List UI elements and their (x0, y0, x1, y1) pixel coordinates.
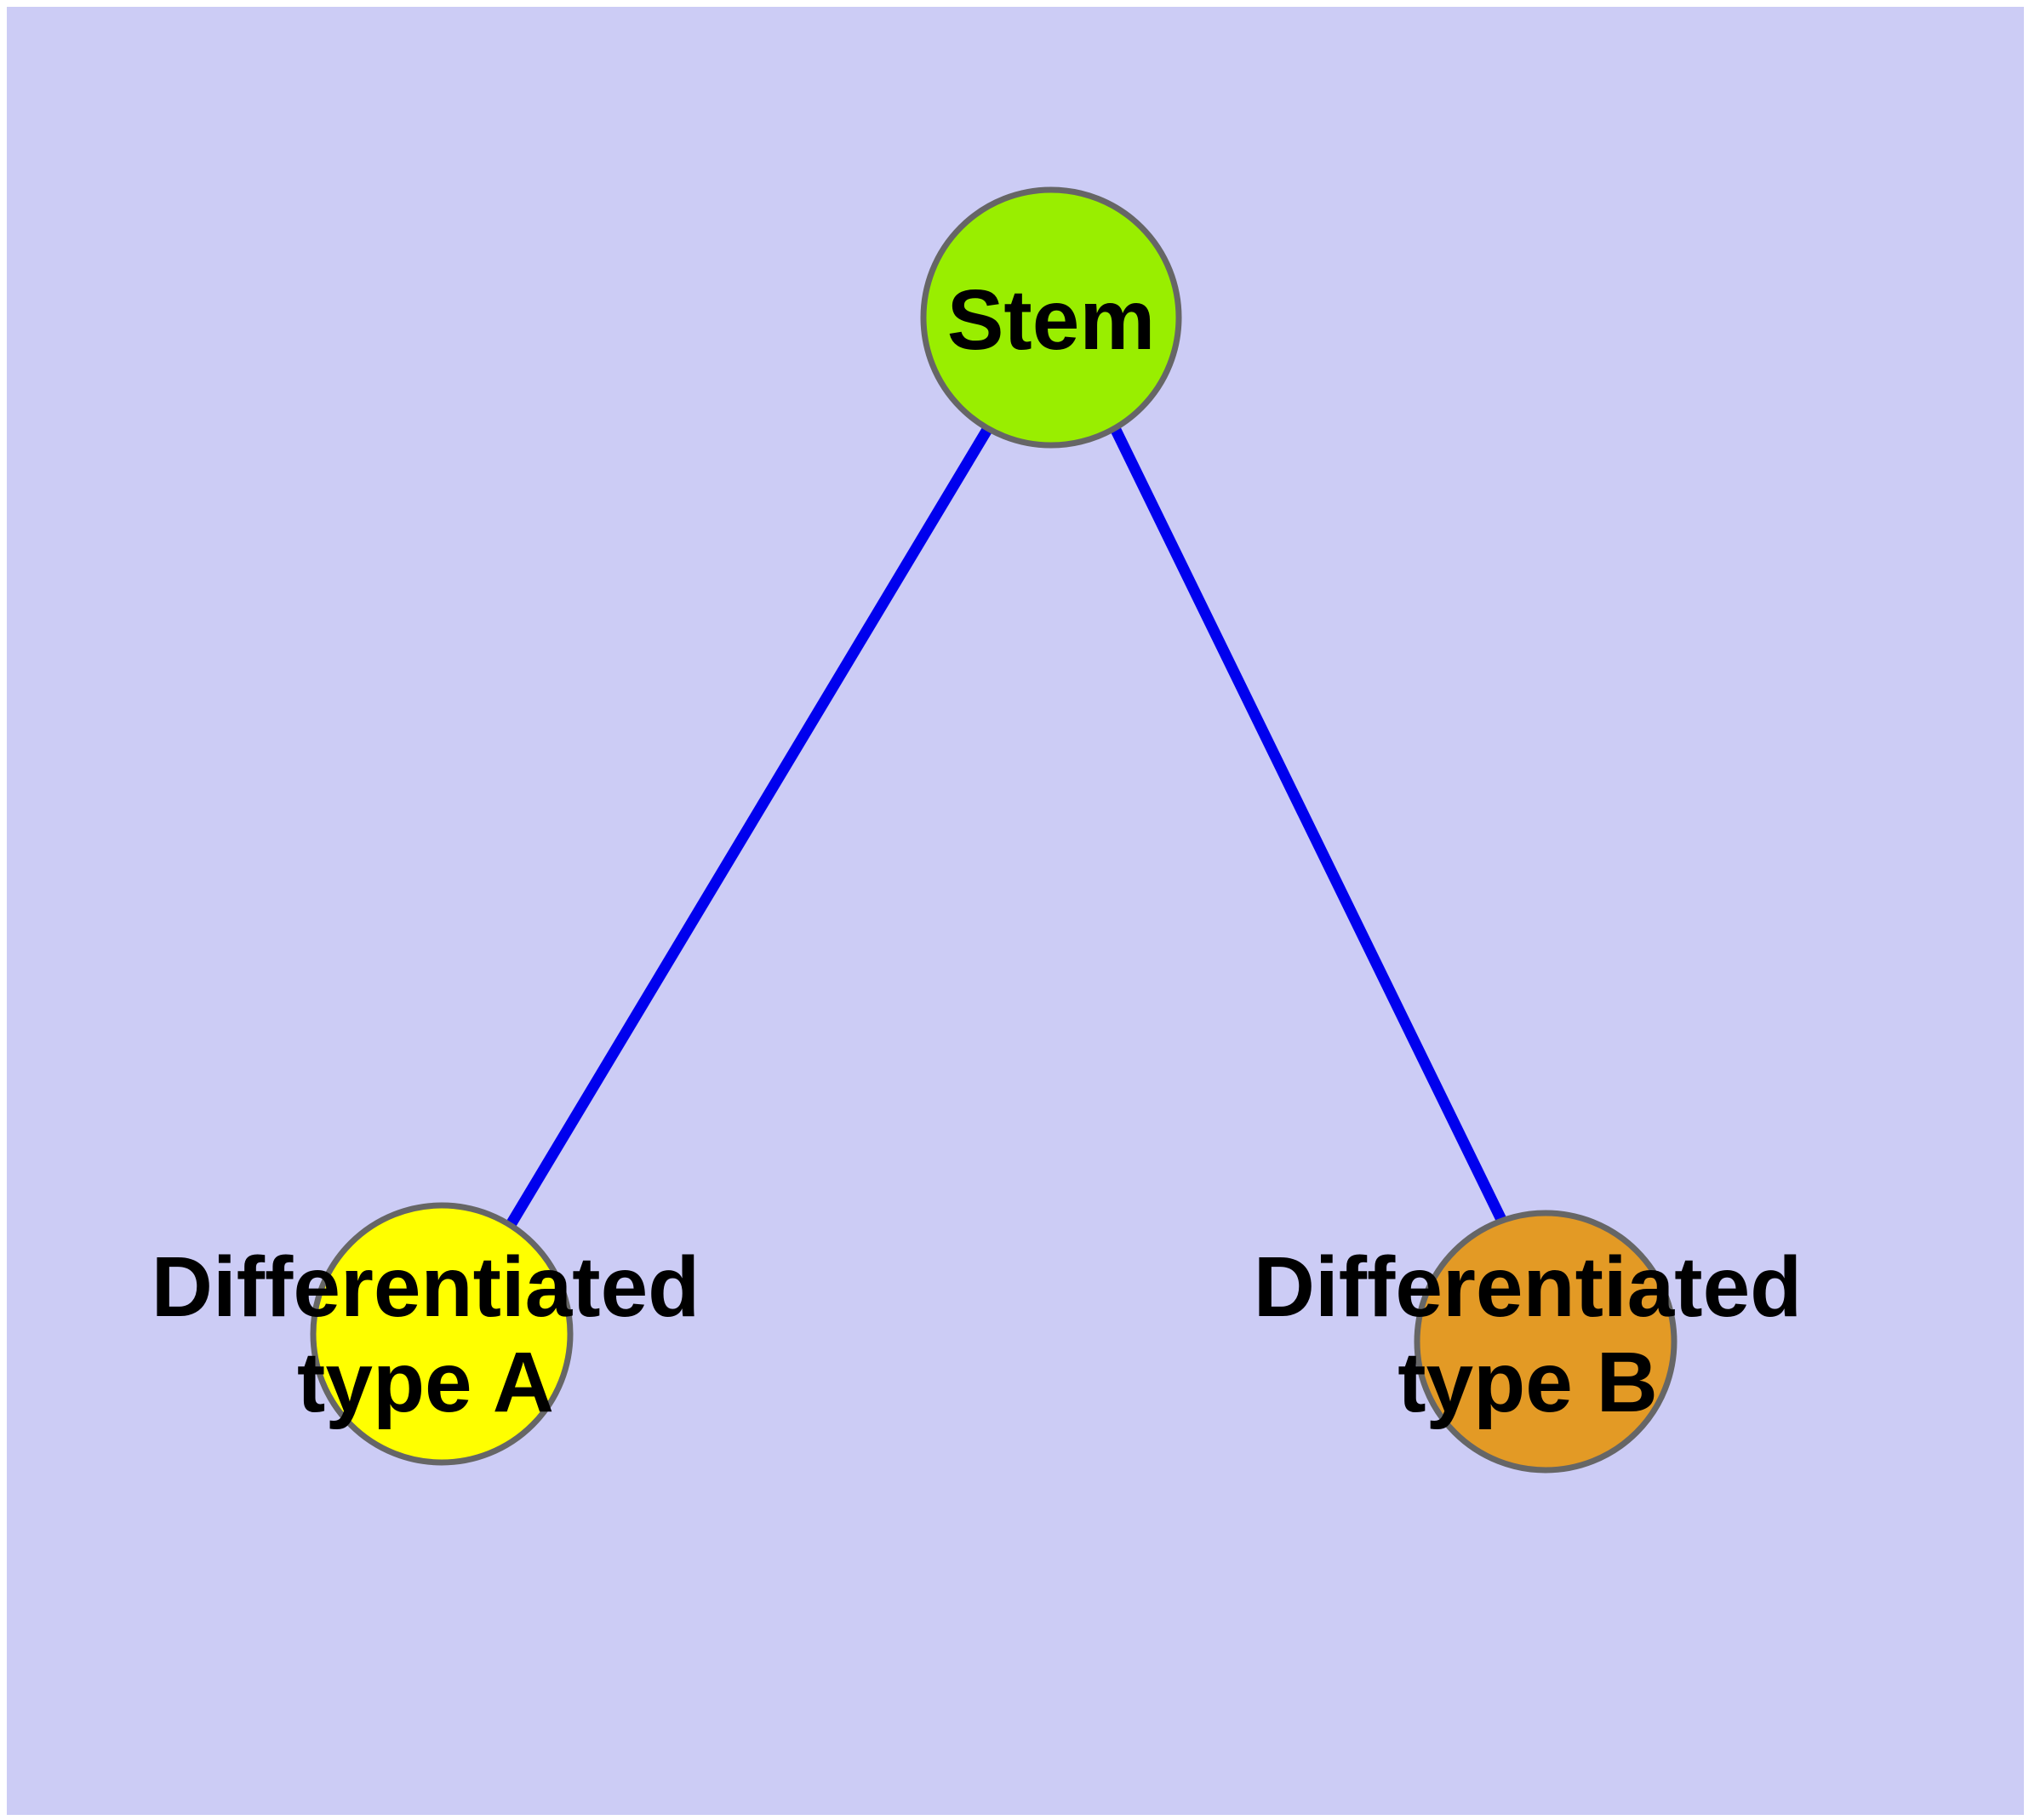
edge-stem-to-differentiated-type-a[interactable] (506, 425, 993, 1227)
node-differentiated-type-b[interactable] (1414, 1210, 1677, 1474)
nodes-layer (310, 186, 1677, 1474)
node-stem[interactable] (920, 186, 1182, 449)
edges-layer (506, 425, 1512, 1234)
node-differentiated-type-a[interactable] (310, 1202, 574, 1466)
edge-stem-to-differentiated-type-b[interactable] (1110, 426, 1512, 1234)
node-label-stem: Stem (947, 272, 1156, 368)
